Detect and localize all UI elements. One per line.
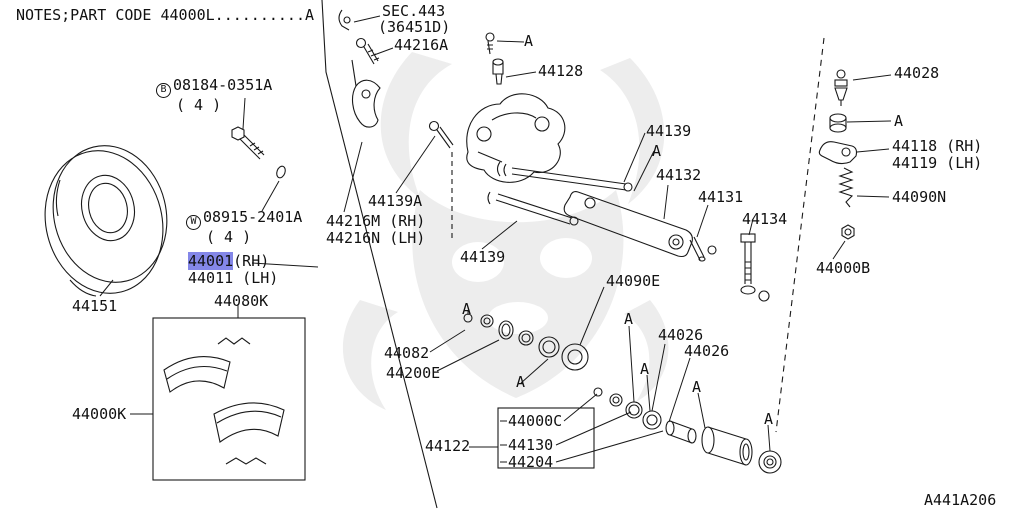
part-label-44216M[interactable]: 44216M (RH) xyxy=(326,212,426,230)
part-label-44122[interactable]: 44122 xyxy=(425,437,471,455)
part-label-44001-side: (RH) xyxy=(233,252,270,270)
callout-a: A xyxy=(462,300,472,318)
bracket-44216M-drawing xyxy=(351,79,381,128)
diagram-code: A441A206 xyxy=(924,491,997,509)
part-label-44151[interactable]: 44151 xyxy=(72,297,118,315)
part-label-44131[interactable]: 44131 xyxy=(698,188,744,206)
part-label-44139A[interactable]: 44139A xyxy=(368,192,423,210)
bolt-44139A-drawing xyxy=(428,120,454,149)
parking-lever-drawing xyxy=(818,141,858,165)
part-label-44134[interactable]: 44134 xyxy=(742,210,788,228)
part-label-44130[interactable]: 44130 xyxy=(508,436,554,454)
notes-text: NOTES;PART CODE 44000L..........A xyxy=(16,6,315,24)
part-label-44028[interactable]: 44028 xyxy=(894,64,940,82)
section-ref-label[interactable]: SEC.443 xyxy=(382,2,446,20)
fastener-code-b: 08184-0351A xyxy=(173,76,273,94)
callout-a: A xyxy=(516,373,526,391)
clip-sec443-drawing xyxy=(338,9,351,31)
slide-pins-drawing xyxy=(487,161,633,226)
caliper-body-drawing xyxy=(466,93,566,183)
part-label-44139-upper[interactable]: 44139 xyxy=(646,122,692,140)
circled-w-badge: W xyxy=(186,214,201,230)
section-ref-sub: (36451D) xyxy=(378,18,451,36)
part-label-44204[interactable]: 44204 xyxy=(508,453,554,471)
callout-a: A xyxy=(692,378,702,396)
return-spring-drawing xyxy=(838,167,854,208)
part-label-44001-highlighted[interactable]: 44001 xyxy=(188,252,234,270)
bolt-top-a-drawing xyxy=(485,32,495,55)
washer-w-drawing xyxy=(276,165,286,179)
part-label-44090E[interactable]: 44090E xyxy=(606,272,661,290)
piston-kit-drawing xyxy=(593,387,782,474)
part-label-44216N[interactable]: 44216N (LH) xyxy=(326,229,426,247)
callout-a: A xyxy=(652,142,662,160)
label-group-box xyxy=(497,407,595,469)
leader-lines xyxy=(99,15,892,463)
part-label-44139-lower[interactable]: 44139 xyxy=(460,248,506,266)
part-label-44128[interactable]: 44128 xyxy=(538,62,584,80)
part-label-44132[interactable]: 44132 xyxy=(656,166,702,184)
part-label-44200E[interactable]: 44200E xyxy=(386,364,441,382)
part-label-44001-row[interactable]: 44001(RH) xyxy=(188,252,270,270)
bolt-b-drawing xyxy=(231,126,265,160)
brake-pads-drawing xyxy=(152,317,306,481)
callout-a: A xyxy=(524,32,534,50)
watermark-emblem xyxy=(342,52,669,410)
sensor-44128-drawing xyxy=(492,58,504,85)
callout-a: A xyxy=(640,360,650,378)
bleeder-valve-drawing xyxy=(834,69,848,106)
cap-drawing xyxy=(829,113,847,133)
part-label-44216A[interactable]: 44216A xyxy=(394,36,449,54)
part-label-44011[interactable]: 44011 (LH) xyxy=(188,269,279,287)
part-label-44080K[interactable]: 44080K xyxy=(214,292,269,310)
part-label-44090N[interactable]: 44090N xyxy=(892,188,947,206)
lock-pin-drawing xyxy=(689,236,717,262)
region-boundary-lines xyxy=(321,0,825,509)
nut-drawing xyxy=(841,224,855,240)
part-label-44000B[interactable]: 44000B xyxy=(816,259,871,277)
torque-arm-drawing xyxy=(563,191,693,258)
part-label-44026-upper[interactable]: 44026 xyxy=(658,326,704,344)
callout-a: A xyxy=(894,112,904,130)
part-label-44000C[interactable]: 44000C xyxy=(508,412,563,430)
fastener-code-w: 08915-2401A xyxy=(203,208,303,226)
callout-a: A xyxy=(764,410,774,428)
part-label-44118[interactable]: 44118 (RH) xyxy=(892,137,983,155)
bolt-44216A-drawing xyxy=(351,37,380,87)
callout-a: A xyxy=(624,310,634,328)
seal-kit-drawing xyxy=(463,313,589,371)
fastener-qty-w: ( 4 ) xyxy=(206,227,252,246)
fastener-qty-b: ( 4 ) xyxy=(176,95,222,114)
part-label-44000K[interactable]: 44000K xyxy=(72,405,127,423)
pin-bolt-drawing xyxy=(740,233,770,302)
part-label-44119[interactable]: 44119 (LH) xyxy=(892,154,983,172)
circled-b-badge: B xyxy=(156,82,171,98)
part-label-44026-lower[interactable]: 44026 xyxy=(684,342,730,360)
part-label-44082[interactable]: 44082 xyxy=(384,344,430,362)
dust-shield-drawing xyxy=(44,145,168,297)
